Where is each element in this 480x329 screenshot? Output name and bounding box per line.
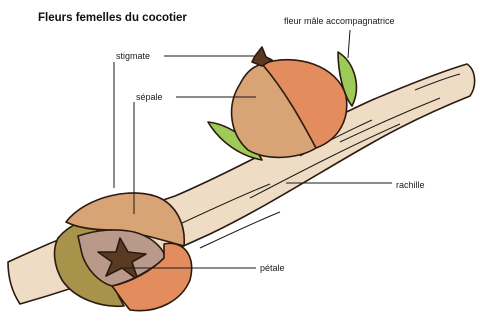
- label-petale: pétale: [260, 263, 285, 273]
- label-fleur-male: fleur mâle accompagnatrice: [284, 16, 395, 26]
- lower-female-flower: [55, 193, 192, 311]
- label-stigmate: stigmate: [116, 51, 150, 61]
- leader-fleur-male: [348, 30, 350, 58]
- label-rachille: rachille: [396, 180, 425, 190]
- diagram-title: Fleurs femelles du cocotier: [38, 12, 187, 24]
- label-sepale: sépale: [136, 92, 163, 102]
